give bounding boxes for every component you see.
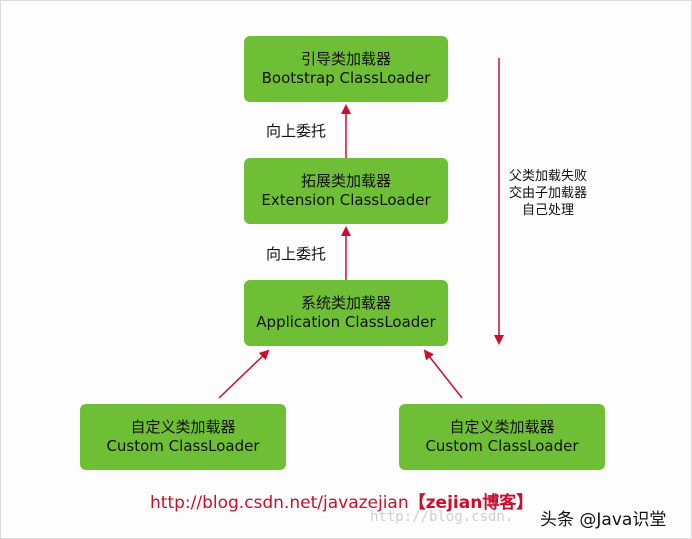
node-custom-left-en: Custom ClassLoader bbox=[106, 437, 260, 455]
node-bootstrap-classloader: 引导类加载器 Bootstrap ClassLoader bbox=[244, 36, 448, 102]
node-custom-left-zh: 自定义类加载器 bbox=[130, 418, 236, 437]
watermark-text: http://blog.csdn. bbox=[370, 509, 514, 525]
side-note-line-2: 交由子加载器 bbox=[508, 186, 587, 201]
credit-tag: 【zejian博客】 bbox=[408, 493, 534, 513]
node-bootstrap-en: Bootstrap ClassLoader bbox=[261, 69, 431, 87]
node-custom-classloader-left: 自定义类加载器 Custom ClassLoader bbox=[80, 404, 286, 470]
side-note-line-1: 父类加载失败 bbox=[508, 169, 587, 184]
edge-label-delegate-up-top: 向上委托 bbox=[266, 122, 327, 140]
node-custom-right-en: Custom ClassLoader bbox=[425, 437, 579, 455]
credit-url: http://blog.csdn.net/javazejian bbox=[150, 493, 409, 513]
credit-line: http://blog.csdn.net/javazejian【zejian博客… bbox=[150, 488, 533, 513]
node-application-zh: 系统类加载器 bbox=[300, 294, 391, 313]
node-application-classloader: 系统类加载器 Application ClassLoader bbox=[244, 280, 448, 346]
side-note-fallback: 父类加载失败 交由子加载器 自己处理 bbox=[500, 168, 596, 219]
node-extension-classloader: 拓展类加载器 Extension ClassLoader bbox=[244, 158, 448, 224]
side-note-line-3: 自己处理 bbox=[521, 203, 574, 218]
arrow-custom-right-to-application bbox=[423, 349, 463, 399]
node-extension-zh: 拓展类加载器 bbox=[300, 172, 391, 191]
node-custom-classloader-right: 自定义类加载器 Custom ClassLoader bbox=[399, 404, 605, 470]
node-application-en: Application ClassLoader bbox=[256, 313, 436, 331]
brand-watermark: 头条 @Java识堂 bbox=[540, 510, 667, 530]
node-extension-en: Extension ClassLoader bbox=[261, 191, 431, 209]
node-custom-right-zh: 自定义类加载器 bbox=[449, 418, 555, 437]
arrow-custom-left-to-application bbox=[218, 349, 270, 399]
node-bootstrap-zh: 引导类加载器 bbox=[300, 50, 391, 69]
edge-label-delegate-up-bottom: 向上委托 bbox=[266, 245, 327, 263]
